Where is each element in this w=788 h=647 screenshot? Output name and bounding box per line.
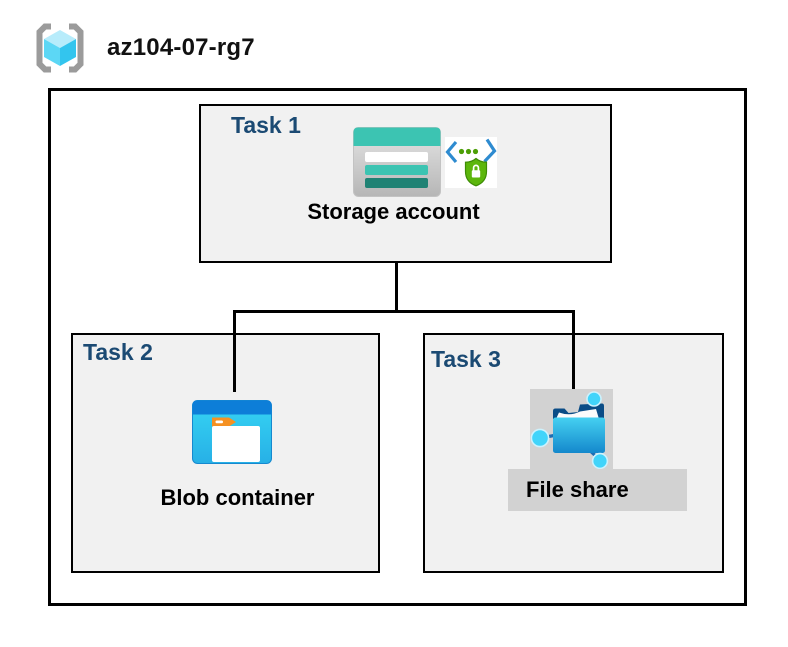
resource-group-name: az104-07-rg7 [107,34,255,61]
resource-group-header: az104-07-rg7 [33,21,255,75]
connector-storage-stem [395,262,398,312]
task2-label: Task 2 [83,339,153,365]
task1-box: Task 1 Storage account [199,104,612,263]
resource-group-icon [36,23,84,73]
blob-container-label: Blob container [160,485,315,510]
task3-label: Task 3 [431,346,501,372]
task1-label: Task 1 [231,112,301,138]
task2-box: Task 2 Blob container [71,333,380,573]
blob-container-icon [192,400,272,464]
storage-account-icon [353,127,441,197]
file-share-icon-highlight [530,389,613,470]
secure-api-icon [445,137,497,188]
file-share-label-highlight: File share [508,469,687,511]
connector-to-file-share [572,310,575,389]
file-share-icon [530,391,609,470]
file-share-label: File share [526,477,629,502]
connector-to-blob-container [233,310,236,392]
connector-branch [233,310,575,313]
storage-account-label: Storage account [307,199,480,224]
